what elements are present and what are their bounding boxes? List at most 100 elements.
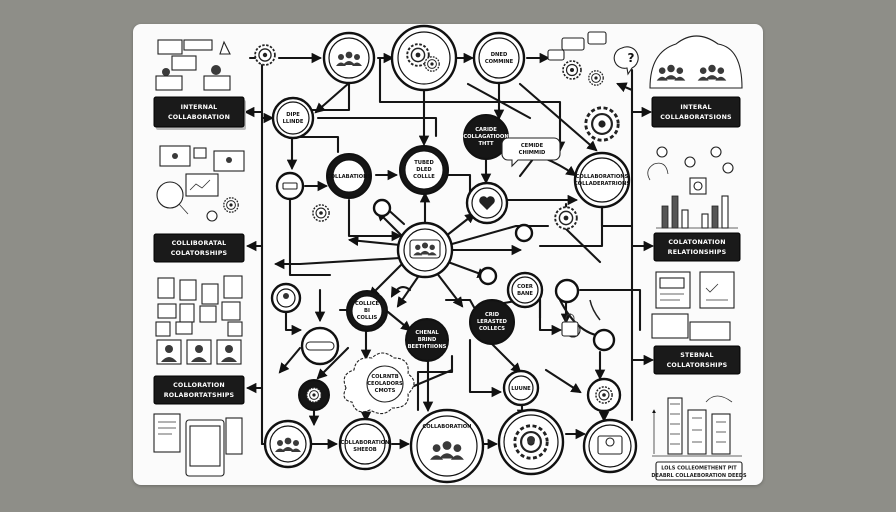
people-icon [649,35,743,89]
node-tubed-line2: DLED [416,167,432,173]
node-luune-text: LUUNE [511,386,531,392]
node-gear-dark-left [298,379,330,411]
node-cloud-line2: CEOLADORS [367,381,403,387]
tablet-icon [153,413,243,477]
node-collaboration-bottom: COLLABORATION [409,408,485,484]
label-colloration-line2: ROLABORTATSHIPS [164,392,235,399]
node-team-top [322,31,376,85]
node-dned-line1: DNED [491,52,508,58]
node-caride-line3: THTT [478,141,494,147]
label-interal-line1: INTERAL [680,104,711,111]
gear-icon [554,206,578,230]
caption-line1: LOLS COLLEOMETHENT PIT [661,466,737,472]
node-crid-lerasted: CRID LERASTED COLLECS [469,299,515,345]
label-stebnal-line1: STEBNAL [680,352,714,359]
node-right-upper-line2: COLLADERATRIONS [574,181,631,187]
left-decorations [153,39,245,477]
right-decorations: ? [547,31,747,481]
node-small-gear-left [275,171,305,201]
node-collaboration-sheeob: COLLABORATION SHEEOB [338,417,392,471]
node-collaboration-top [390,24,458,92]
people-icon [156,339,242,365]
node-collabations-text: COLLABATIONS [327,174,372,180]
label-collaboratal-line1: COLLIBORATAL [172,240,227,247]
question-bubble-icon: ? [613,46,639,76]
bottom-right-caption: LOLS COLLEOMETHENT PIT DEABRL COLLAEBORA… [651,461,747,481]
node-collice-bi: COLLICE BI COLLIS [346,290,388,332]
node-coer-line2: BANE [517,291,533,297]
node-coer-bane: COER BANE [506,271,544,309]
node-tubed-dled: TUBED DLED COLLLE [399,145,449,195]
label-stebnal-line2: COLLATORSHIPS [667,362,728,369]
node-collaborations-right: COLLABORATIONS COLLADERATRIONS [573,151,631,209]
node-cloud-line1: COLRNTB [371,374,398,380]
node-chenal-brind: CHENAL BRIND BEETHTIIONS [405,318,449,362]
bubble-line1: CEMIDE [521,143,544,149]
node-dipe-line2: LLINDE [283,119,304,125]
label-internal-collaboration: INTERNAL COLLABORATION [153,96,246,130]
label-stebnal-collatorships: STEBNAL COLLATORSHIPS [653,345,741,375]
label-interal-line2: COLLABORATSIONS [660,114,732,121]
building-chart-icon [647,146,738,229]
node-dipe-llinde: DIPE LLINDE [271,96,315,140]
gear-icon [223,197,239,213]
monitor-icon [159,145,245,172]
node-crid-line1: CRID [485,312,500,318]
node-crid-line2: LERASTED [477,319,508,325]
node-tubed-line3: COLLLE [413,174,435,180]
svg-text:?: ? [628,51,635,65]
document-icon [155,275,243,337]
label-internal-collaboratsions: INTERAL COLLABORATSIONS [651,96,741,128]
bar-chart-icon [652,395,742,457]
chat-bubble-icon [547,31,607,61]
node-small-dot [478,266,498,286]
side-labels: INTERNAL COLLABORATION COLLIBORATAL COLA… [153,96,741,405]
node-dned-commine: DNED COMMINE [472,31,526,85]
node-right-upper-line1: COLLABORATIONS [576,174,629,180]
node-lock-right [561,313,579,337]
node-cloud-colrntb: COLRNTB CEOLADORS CMOTS [343,352,415,415]
label-colloration-line1: COLLORATION [173,382,225,389]
node-dned-line2: COMMINE [485,59,514,65]
label-collaboratal-line2: COLATORSHIPS [171,250,228,257]
node-collice-line2: BI [364,308,370,314]
node-small-dot [372,198,392,218]
node-collabations: COLLABATIONS [326,153,372,199]
node-gear-right [586,377,622,413]
label-internal-collaboration-line2: COLLABORATION [168,114,230,121]
gear-icon [588,70,604,86]
node-luune: LUUNE [502,369,540,407]
label-colatonation-relationships: COLATONATION RELATIONSHIPS [653,232,741,262]
node-person-left [270,282,302,314]
bubble-line2: CHIMMID [519,150,546,156]
nodes: DNED COMMINE DIPE LLINDE CARIDE COLLAGAT… [223,24,638,484]
label-internal-collaboration-line1: INTERNAL [181,104,218,111]
node-crid-line3: COLLECS [479,326,505,332]
people-icon [155,39,231,91]
node-team-bottom-left [263,419,313,469]
caption-line2: DEABRL COLLAEBORATION DEEDS [651,473,747,479]
search-icon [156,173,219,222]
node-central-hub [396,221,454,279]
node-collice-line3: COLLIS [357,315,378,321]
gear-icon [312,204,330,222]
node-pill-left [300,326,340,366]
gear-icon [254,44,276,66]
node-gear-people-bottom [497,408,565,476]
gear-icon [562,60,582,80]
document-icon [651,271,735,341]
node-caride-collagation: CARIDE COLLAGATIOON THTT [463,114,509,160]
label-colatonation-line1: COLATONATION [668,239,725,246]
node-caride-line1: CARIDE [475,127,497,133]
node-bottom-center-text: COLLABORATION [422,424,471,430]
node-tubed-line1: TUBED [414,160,434,166]
node-small-dot [554,278,580,304]
gear-icon [584,106,620,142]
label-collaboratal-collatorships: COLLIBORATAL COLATORSHIPS [153,233,245,263]
node-small-dot [592,328,616,352]
node-chenal-line1: CHENAL [415,330,439,336]
node-caride-line2: COLLAGATIOON [463,134,508,140]
node-sheeob-line2: SHEEOB [353,447,377,453]
connection-lines [243,50,655,450]
node-heart [465,181,509,225]
